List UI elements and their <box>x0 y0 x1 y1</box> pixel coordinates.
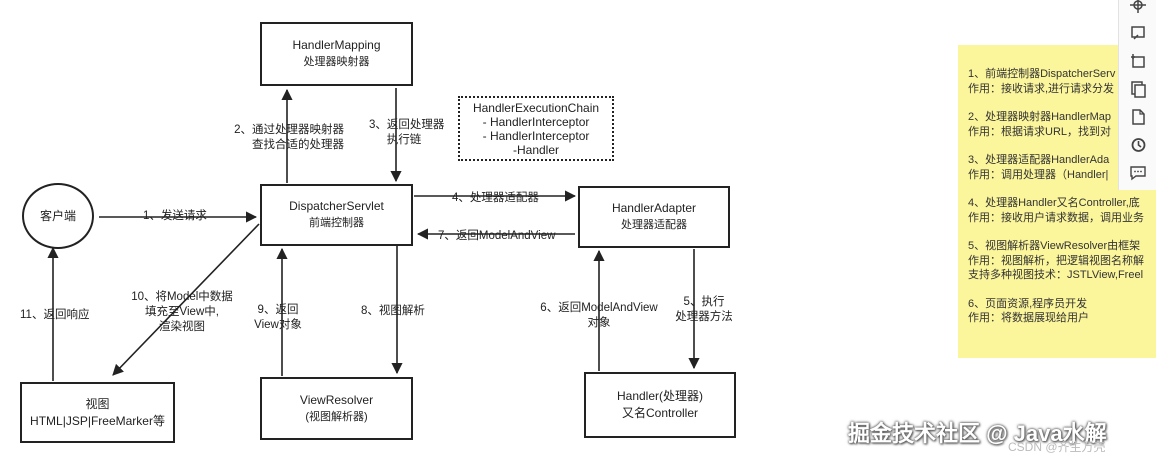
note-item-6: 6、页面资源,程序员开发 作用：将数据展现给用户 <box>968 297 1156 326</box>
watermark-sub: CSDN @齐生万壳 <box>1008 440 1106 454</box>
note-item-4: 4、处理器Handler又名Controller,底 作用：接收用户请求数据，调… <box>968 196 1156 225</box>
execution-chain-line3: -Handler <box>512 142 560 157</box>
note-item-3: 3、处理器适配器HandlerAda 作用：调用处理器（Handler| <box>968 153 1156 182</box>
comment-icon[interactable] <box>1127 162 1149 184</box>
step-9-line2: View对象 <box>254 319 302 331</box>
arrow-step-10 <box>112 223 260 376</box>
handler-mapping-title: HandlerMapping <box>292 38 381 52</box>
execution-chain-node: HandlerExecutionChain - HandlerIntercept… <box>458 96 614 161</box>
step-11-label: 11、返回响应 <box>20 309 90 321</box>
step-8-label: 8、视图解析 <box>361 305 425 317</box>
step-9-line1: 9、返回 <box>257 304 299 316</box>
view-resolver-subtitle: (视图解析器) <box>305 410 368 423</box>
dispatcher-servlet-node: DispatcherServlet 前端控制器 <box>260 184 413 246</box>
note-item-4-title: 4、处理器Handler又名Controller,底 <box>968 197 1140 209</box>
step-10-line2: 填充至View中, <box>145 306 219 318</box>
execution-chain-line2: - HandlerInterceptor <box>482 128 590 143</box>
step-4-label: 4、处理器适配器 <box>452 192 539 204</box>
copy-icon[interactable] <box>1127 78 1149 100</box>
step-6-line2: 对象 <box>587 317 611 329</box>
handler-node: Handler(处理器) 又名Controller <box>584 372 736 438</box>
dispatcher-subtitle: 前端控制器 <box>309 217 364 229</box>
note-item-3-desc: 作用：调用处理器（Handler| <box>968 168 1109 181</box>
step-1-label: 1、发送请求 <box>143 210 207 222</box>
crop-icon[interactable] <box>1127 22 1149 44</box>
handler-adapter-title: HandlerAdapter <box>611 201 697 215</box>
step-10-label: 10、将Model中数据 填充至View中, 渲染视图 <box>124 290 240 335</box>
note-item-5-desc: 作用：视图解析，把逻辑视图名称解 <box>968 254 1144 267</box>
clip-icon[interactable] <box>1127 50 1149 72</box>
view-subtitle: HTML|JSP|FreeMarker等 <box>30 413 165 428</box>
step-6-line1: 6、返回ModelAndView <box>540 302 658 314</box>
step-6-label: 6、返回ModelAndView 对象 <box>533 301 665 331</box>
note-item-6-desc: 作用：将数据展现给用户 <box>968 312 1089 324</box>
handler-mapping-node: HandlerMapping 处理器映射器 <box>260 22 413 86</box>
history-icon[interactable] <box>1127 134 1149 156</box>
handler-subtitle: 又名Controller <box>621 406 699 420</box>
dispatcher-title: DispatcherServlet <box>289 199 384 213</box>
note-item-5: 5、视图解析器ViewResolver由框架 作用：视图解析，把逻辑视图名称解 … <box>968 239 1156 283</box>
step-3-line1: 3、返回处理器 <box>369 119 445 131</box>
note-item-6-title: 6、页面资源,程序员开发 <box>968 297 1088 310</box>
side-toolbar <box>1118 0 1156 190</box>
step-5-label: 5、执行 处理器方法 <box>668 295 740 325</box>
note-item-1-desc: 作用：接收请求,进行请求分发 <box>968 82 1115 95</box>
view-resolver-node: ViewResolver (视图解析器) <box>260 377 413 440</box>
watermark-main: 掘金技术社区 @ Java水解 <box>848 421 1107 446</box>
note-item-2-desc: 作用：根据请求URL，找到对 <box>968 125 1112 138</box>
note-item-1: 1、前端控制器DispatcherServ 作用：接收请求,进行请求分发 <box>968 67 1156 96</box>
step-2-line2: 查找合适的处理器 <box>252 139 344 151</box>
handler-adapter-subtitle: 处理器适配器 <box>621 219 687 231</box>
note-item-4-desc: 作用：接收用户请求数据，调用业务 <box>968 211 1144 224</box>
handler-mapping-subtitle: 处理器映射器 <box>303 56 370 68</box>
pin-icon[interactable] <box>1127 0 1149 16</box>
note-item-5-extra: 支持多种视图技术：JSTLView,Freel <box>968 269 1144 281</box>
handler-title: Handler(处理器) <box>616 389 704 403</box>
execution-chain-line1: - HandlerInterceptor <box>482 114 590 129</box>
step-5-line2: 处理器方法 <box>675 311 733 323</box>
step-3-line2: 执行链 <box>386 134 422 146</box>
execution-chain-title: HandlerExecutionChain <box>472 100 600 115</box>
note-item-2-title: 2、处理器映射器HandlerMap <box>968 111 1112 123</box>
note-item-5-title: 5、视图解析器ViewResolver由框架 <box>968 240 1141 252</box>
step-2-line1: 2、通过处理器映射器 <box>234 124 344 136</box>
step-3-label: 3、返回处理器 执行链 <box>369 118 445 148</box>
document-icon[interactable] <box>1127 106 1149 128</box>
client-node: 客户端 <box>22 183 94 249</box>
step-9-label: 9、返回 View对象 <box>250 303 306 333</box>
handler-adapter-node: HandlerAdapter 处理器适配器 <box>578 186 730 248</box>
note-item-3-title: 3、处理器适配器HandlerAda <box>968 154 1110 166</box>
step-10-line1: 10、将Model中数据 <box>131 291 233 303</box>
step-2-label: 2、通过处理器映射器 查找合适的处理器 <box>226 123 344 153</box>
note-item-1-title: 1、前端控制器DispatcherServ <box>968 68 1116 80</box>
step-5-line1: 5、执行 <box>683 296 725 308</box>
view-node: 视图 HTML|JSP|FreeMarker等 <box>20 382 175 443</box>
step-7-label: 7、返回ModelAndView <box>438 230 556 242</box>
step-10-line3: 渲染视图 <box>159 321 205 333</box>
client-label: 客户端 <box>39 208 76 223</box>
note-item-2: 2、处理器映射器HandlerMap 作用：根据请求URL，找到对 <box>968 110 1156 139</box>
view-resolver-title: ViewResolver <box>299 392 374 407</box>
view-title: 视图 <box>85 396 110 411</box>
